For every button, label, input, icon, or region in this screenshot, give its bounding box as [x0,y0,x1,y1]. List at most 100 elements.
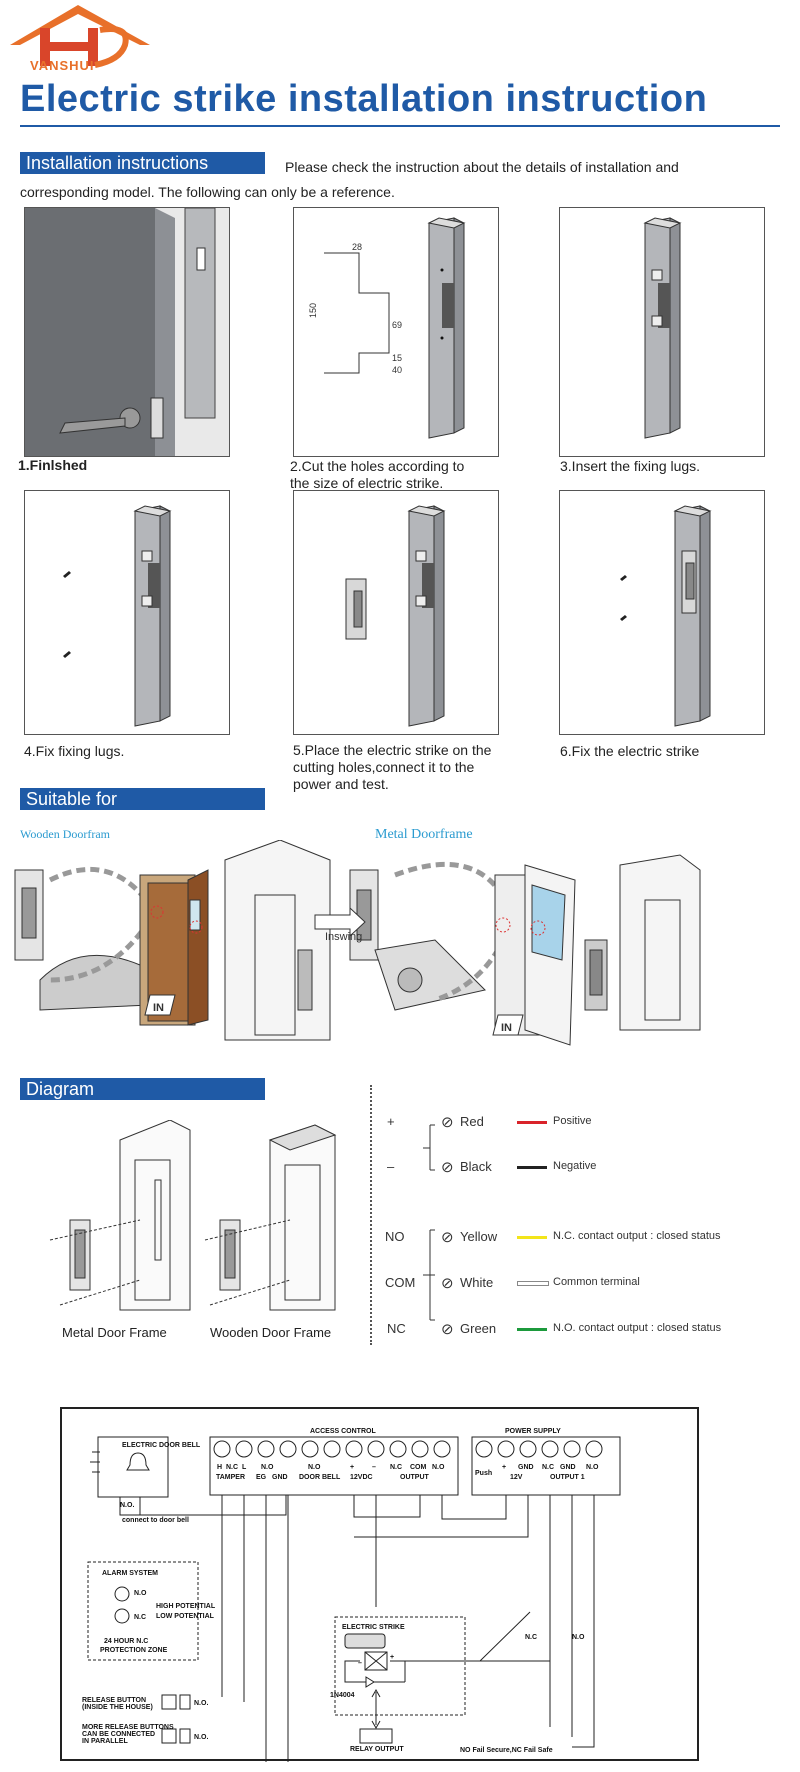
dim-150: 150 [308,303,318,318]
legend-row-red: + ⊘ Red Positive [385,1114,785,1134]
intro-line-1: Please check the instruction about the d… [285,159,679,175]
terminal-icon: ⊘ [441,1321,454,1338]
legend-color-name: Green [460,1321,497,1336]
ps-gnd-label: GND [518,1464,534,1471]
yellow-wire [517,1236,547,1239]
output1-label: OUTPUT 1 [550,1474,585,1481]
release-buttons-label-3: IN PARALLEL [82,1738,128,1745]
low-potential-label: LOW POTENTIAL [156,1613,215,1620]
ac-term-out-nc: N.C [390,1464,402,1471]
red-wire [517,1121,547,1124]
plus-label: + [350,1464,354,1471]
gnd-label: GND [272,1474,288,1481]
legend-symbol: – [387,1159,395,1174]
terminal-icon: ⊘ [441,1114,454,1131]
output-label: OUTPUT [400,1474,430,1481]
ac-term-l: L [242,1464,247,1471]
wooden-door-frame-caption: Wooden Door Frame [210,1325,332,1340]
ac-term-nc: N.C [226,1464,238,1471]
minus-label: – [372,1464,376,1471]
bell-icon [126,1452,150,1471]
step-3-image [559,207,765,457]
black-wire [517,1166,547,1169]
legend-symbol: NO [385,1229,405,1244]
suitable-illustration: IN Inswing IN [14,840,701,1046]
step-1-caption: 1.Finlshed [18,457,88,473]
ac-term-out-no: N.O [432,1464,445,1471]
inswing-label: Inswing [325,931,362,943]
step-5-caption-line-2: cutting holes,connect it to the [293,759,475,775]
dim-28: 28 [352,242,362,252]
tamper-label: TAMPER [216,1474,245,1481]
legend-row-green: NC ⊘ Green N.O. contact output : closed … [385,1321,785,1341]
legend-meaning: N.C. contact output : closed status [553,1230,721,1242]
nc-strike-label: N.C [525,1634,537,1641]
intro-line-2: corresponding model. The following can o… [20,184,395,200]
power-supply-label: POWER SUPPLY [505,1428,561,1435]
legend-color-name: Red [460,1114,484,1129]
ps-12v-label: 12V [510,1474,523,1481]
electric-strike-label: ELECTRIC STRIKE [342,1624,405,1631]
legend-row-black: – ⊘ Black Negative [385,1159,785,1179]
step-2-image: 28 150 69 15 40 [293,207,499,457]
12vdc-label: 12VDC [350,1474,373,1481]
high-potential-label: HIGH POTENTIAL [156,1603,216,1610]
step-2-caption-line-2: the size of electric strike. [290,475,444,491]
alarm-nc-label: N.C [134,1614,146,1621]
step-4-caption: 4.Fix fixing lugs. [24,743,125,759]
ac-term-out-com: COM [410,1464,427,1471]
dim-15: 15 [392,353,402,363]
step-3-caption: 3.Insert the fixing lugs. [560,458,701,474]
legend-meaning: Common terminal [553,1276,640,1288]
release-buttons-label-2: CAN BE CONNECTED [82,1731,155,1738]
ps-gnd2-label: GND [560,1464,576,1471]
terminal-icon: ⊘ [441,1229,454,1246]
diode-label: 1N4004 [330,1692,355,1699]
step-2-caption-line-1: 2.Cut the holes according to [290,458,465,474]
access-control-label: ACCESS CONTROL [310,1428,376,1435]
ac-term-h: H [217,1464,222,1471]
brand-name: VANSHUI [30,58,95,73]
doorbell-label: DOOR BELL [299,1474,341,1481]
metal-doorframe-label: Metal Doorframe [375,827,473,842]
white-wire [517,1281,549,1286]
legend-meaning: Negative [553,1160,597,1172]
legend-row-yellow: NO ⊘ Yellow N.C. contact output : closed… [385,1229,785,1249]
brand-logo [10,5,150,68]
bell-link-label: connect to door bell [122,1517,189,1524]
step-5-caption-line-3: power and test. [293,776,389,792]
wiring-diagram: ACCESS CONTROL H N.C L N.O TAMPER EG GND… [60,1407,699,1762]
legend-meaning: N.O. contact output : closed status [553,1322,722,1334]
release-no-label-2: N.O. [194,1734,208,1741]
doorbell-no-label: N.O [308,1464,321,1471]
relay-output-label: RELAY OUTPUT [350,1746,404,1753]
ps-no-label: N.O [586,1464,599,1471]
release-button-label-2: (INSIDE THE HOUSE) [82,1704,153,1711]
no-strike-label: N.O [572,1634,585,1641]
legend-symbol: COM [385,1275,416,1290]
metal-door-frame-caption: Metal Door Frame [62,1325,167,1340]
strike-minus: – [358,1660,362,1667]
step-5-caption-line-1: 5.Place the electric strike on the [293,742,492,758]
legend-symbol: NC [387,1321,406,1336]
in-label-metal: IN [501,1022,512,1034]
section-diagram: Diagram [20,1078,265,1100]
step-6-caption: 6.Fix the electric strike [560,743,700,759]
legend-meaning: Positive [553,1115,592,1127]
bell-label: ELECTRIC DOOR BELL [122,1442,201,1449]
alarm-system-label: ALARM SYSTEM [102,1570,158,1577]
fail-mode-note: NO Fail Secure,NC Fail Safe [460,1747,553,1754]
ac-term-no: N.O [261,1464,274,1471]
zone-label-2: PROTECTION ZONE [100,1647,168,1654]
green-wire [517,1328,547,1331]
strike-plus: + [390,1654,394,1661]
step-6-image [559,490,765,735]
release-button-label-1: RELEASE BUTTON [82,1697,146,1704]
in-label-wood: IN [153,1002,164,1014]
dim-69: 69 [392,320,402,330]
push-label: Push [475,1470,492,1477]
intro-text: Please check the instruction about the d… [20,155,790,205]
legend-color-name: White [460,1275,494,1290]
ps-nc-label: N.C [542,1464,554,1471]
legend-color-name: Yellow [460,1229,498,1244]
